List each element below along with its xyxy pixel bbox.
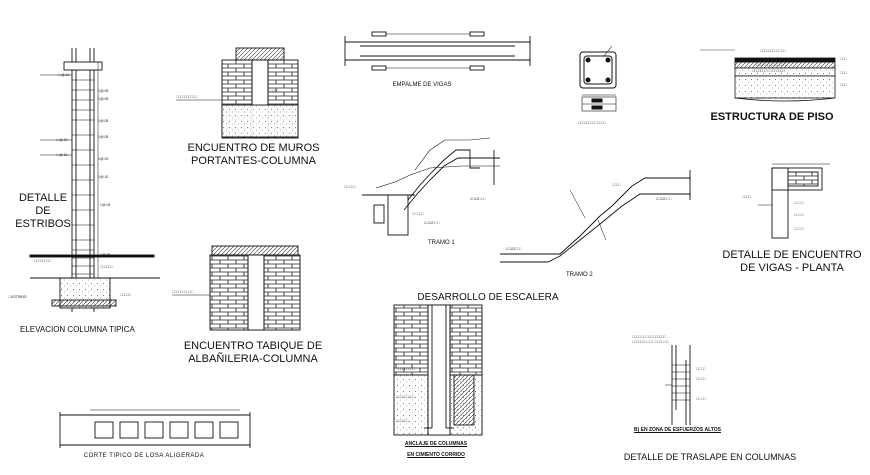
column-lap-drawing xyxy=(665,345,691,425)
svg-text:□□ □□: □□ □□ xyxy=(696,397,706,401)
svg-text:□□□: □□□ xyxy=(840,83,847,87)
svg-text:□□□□□: □□□□□ xyxy=(120,293,131,297)
column-elevation-title: ELEVACION COLUMNA TIPICA xyxy=(20,325,135,334)
svg-text:1@.05: 1@.05 xyxy=(100,203,110,207)
svg-text:1@.05: 1@.05 xyxy=(100,253,110,257)
svg-text:□□□□□□□□: □□□□□□□□ xyxy=(34,259,52,263)
beam-splice-drawing xyxy=(344,31,531,71)
slab-section-drawing xyxy=(59,409,251,448)
partition-junction-drawing xyxy=(172,245,301,331)
floor-structure-title: ESTRUCTURA DE PISO xyxy=(710,111,834,123)
stair-flight-1-notes: □□ □□□ □□ □□□ 1□1/2□□□ 1□1/2□□□ xyxy=(344,185,486,225)
wall-junction-column-note: □□□□□ xyxy=(268,89,279,93)
beam-plan-notes: □□ □□ □□ □□ □□ □□ □□□□ xyxy=(742,195,804,231)
svg-text:□ @.10: □ @.10 xyxy=(58,73,70,77)
stair-flight-2-title: TRAMO 2 xyxy=(566,272,593,278)
lap-notes: □□□□ □□ □□□□□□□□□ □□□□□□□ □□□ □□□□ □□ □□… xyxy=(632,335,706,401)
stair-flight-2-drawing xyxy=(500,170,691,263)
wall-junction-drawing xyxy=(176,47,299,139)
svg-text:1@.05: 1@.05 xyxy=(98,89,108,93)
svg-text:□□□: □□□ xyxy=(840,71,847,75)
stirrup-detail-title: DETALLE DE ESTRIBOS xyxy=(15,192,71,230)
svg-text:1@.10: 1@.10 xyxy=(98,175,108,179)
svg-text:□□ □□: □□ □□ xyxy=(794,201,804,205)
svg-text:□□□□: □□□□ xyxy=(612,183,621,187)
svg-text:□□ □□: □□ □□ xyxy=(794,213,804,217)
floor-structure-drawing xyxy=(700,49,836,102)
stair-flight-1-title: TRAMO 1 xyxy=(428,240,455,246)
svg-text:□□ □□: □□ □□ xyxy=(794,227,804,231)
svg-text:1□1/2□□□: 1□1/2□□□ xyxy=(506,247,522,251)
beam-plan-title: DETALLE DE ENCUENTRO DE VIGAS - PLANTA xyxy=(722,249,862,274)
svg-text:1□1/2□□□: 1□1/2□□□ xyxy=(470,197,486,201)
svg-text:□□□□□□□ □□□ □□□□ □□: □□□□□□□ □□□ □□□□ □□ xyxy=(632,340,670,344)
beam-plan-drawing xyxy=(758,163,830,239)
svg-text:1@.05: 1@.05 xyxy=(98,97,108,101)
svg-text:□□□: □□□ xyxy=(840,57,847,61)
slab-section-title: CORTE TIPICO DE LOSA ALIGERADA xyxy=(83,453,205,459)
svg-text:□□□□□□□□□□□□: □□□□□□□□□□□□ xyxy=(760,49,786,53)
column-elevation-drawing xyxy=(29,48,160,312)
svg-text:□□□□□□□□□: □□□□□□□□□ xyxy=(396,395,416,399)
svg-text:1@.05: 1@.05 xyxy=(98,135,108,139)
column-anchorage-drawing xyxy=(393,304,483,436)
anchorage-notes: □□□□□□□□□ □□□□□□□□□ □□□□□□ xyxy=(396,367,416,423)
svg-text:□□□□□□: □□□□□□ xyxy=(100,265,114,269)
svg-text:1@.05: 1@.05 xyxy=(98,119,108,123)
wall-junction-note: □□□□□□□□□□ xyxy=(176,95,198,99)
svg-text:□□ □□: □□ □□ xyxy=(696,367,706,371)
svg-text:□□ □□□: □□ □□□ xyxy=(344,185,356,189)
svg-text:□□□□□□□ □□□□□□□□: □□□□□□□ □□□□□□□□ xyxy=(752,69,786,73)
anchorage-title: ANCLAJE DE COLUMNAS xyxy=(404,441,468,447)
svg-text:□ @.10: □ @.10 xyxy=(56,153,68,157)
column-lap-title: DETALLE DE TRASLAPE EN COLUMNAS xyxy=(623,452,797,462)
stirrup-section-note: □□□□□□□□□□□□□ xyxy=(578,121,606,125)
beam-splice-title: EMPALME DE VIGAS xyxy=(392,82,452,88)
svg-text:□□□□□□: □□□□□□ xyxy=(396,419,410,423)
stirrup-section-drawing xyxy=(579,45,617,112)
svg-text:□□□□□□□□□: □□□□□□□□□ xyxy=(396,367,416,371)
svg-text:□□□□ □□□ □□□□□□□: □□□□ □□□ □□□□□□□ xyxy=(756,63,788,67)
column-annotation-texts: □ @.10 □ @.20 □ @.10 1@.05 1@.05 1@.05 1@.05… xyxy=(8,73,131,299)
partition-note: □□□□□□□□□□ xyxy=(172,290,194,294)
anchorage-subtitle: EN CIMIENTO CORRIDO xyxy=(407,452,465,458)
stair-flight-2-notes: 1□1/2□□□ 1□1/2□□□ □□□□ xyxy=(506,183,672,251)
svg-text:□ ESTRIBO: □ ESTRIBO xyxy=(8,295,27,299)
svg-text:□□ □□: □□ □□ xyxy=(696,377,706,381)
high-stress-zone-note: B) EN ZONA DE ESFUERZOS ALTOS xyxy=(634,427,721,433)
svg-text:□□□□ □□ □□□□□□□□□: □□□□ □□ □□□□□□□□□ xyxy=(632,335,667,339)
svg-text:□ @.20: □ @.20 xyxy=(56,138,68,142)
stair-development-title: DESARROLLO DE ESCALERA xyxy=(417,292,559,303)
svg-text:□□ □□□: □□ □□□ xyxy=(412,212,424,216)
svg-text:1@.20: 1@.20 xyxy=(98,157,108,161)
svg-text:1□1/2□□□: 1□1/2□□□ xyxy=(656,197,672,201)
floor-layer-notes: □□□□□□□□□□□□ □□□□ □□□ □□□□□□□ □□□□□□□ □□… xyxy=(752,49,847,87)
wall-junction-title: ENCUENTRO DE MUROS PORTANTES-COLUMNA xyxy=(187,142,320,167)
stair-flight-1-drawing xyxy=(362,137,500,236)
partition-junction-title: ENCUENTRO TABIQUE DE ALBAÑILERIA-COLUMNA xyxy=(183,340,323,365)
svg-text:1□1/2□□□: 1□1/2□□□ xyxy=(424,221,440,225)
svg-text:□□□□: □□□□ xyxy=(742,195,751,199)
